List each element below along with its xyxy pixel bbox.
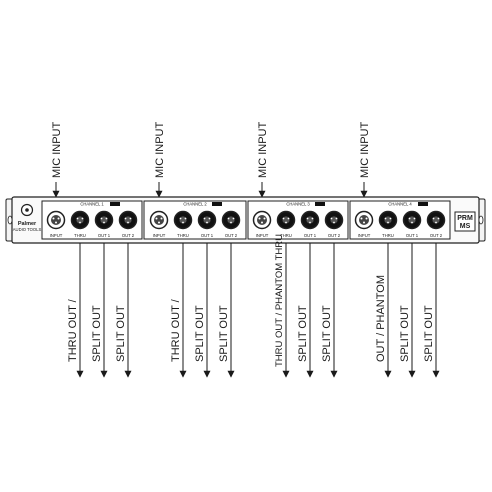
channel-1-port-label-thru: THRU <box>74 233 86 238</box>
channel-3-input-jack[interactable] <box>252 210 272 230</box>
channel-1-led <box>110 202 120 206</box>
channel-4-out-1-jack[interactable] <box>402 210 422 230</box>
channel-1-out-1-jack[interactable] <box>94 210 114 230</box>
channel-2-output-label-out-1: SPLIT OUT <box>194 305 206 362</box>
channel-3-port-label-thru: THRU <box>280 233 292 238</box>
channel-4: CHANNEL 4 INPU <box>349 122 451 378</box>
model-line-1: PRM <box>457 215 473 222</box>
channel-3-port-label-out-2: OUT 2 <box>328 233 341 238</box>
channel-4-output-label-out-1: SPLIT OUT <box>399 305 411 362</box>
channel-3-out-2-jack[interactable] <box>324 210 344 230</box>
channel-3-header: CHANNEL 3 <box>286 202 310 207</box>
channel-2-out-1-jack[interactable] <box>197 210 217 230</box>
channel-1-input-label: MIC INPUT <box>51 122 63 179</box>
channel-4-port-label-out-1: OUT 1 <box>406 233 419 238</box>
channel-2-output-label-out-2: SPLIT OUT <box>218 305 230 362</box>
channel-3-led <box>315 202 325 206</box>
rack-screw-right <box>478 215 484 225</box>
channel-1-output-label-thru: THRU OUT / <box>67 298 79 362</box>
channel-1-header: CHANNEL 1 <box>80 202 104 207</box>
channel-1-input-jack[interactable] <box>46 210 66 230</box>
channel-2-port-label-out-2: OUT 2 <box>225 233 238 238</box>
channel-4-out-2-jack[interactable] <box>426 210 446 230</box>
channel-4-port-label-input: INPUT <box>358 233 371 238</box>
rack-screw-left <box>7 215 13 225</box>
channel-4-port-label-thru: THRU <box>382 233 394 238</box>
channel-4-led <box>418 202 428 206</box>
channel-1-port-label-input: INPUT <box>50 233 63 238</box>
channel-2-port-label-out-1: OUT 1 <box>201 233 214 238</box>
channel-2-input-jack[interactable] <box>149 210 169 230</box>
channel-3-thru-jack[interactable] <box>276 210 296 230</box>
channel-4-input-jack[interactable] <box>354 210 374 230</box>
brand-block: Palmer AUDIO TOOLS <box>13 203 42 232</box>
brand-subtitle: AUDIO TOOLS <box>13 227 42 232</box>
model-badge: PRM MS <box>454 211 476 232</box>
channel-4-port-label-out-2: OUT 2 <box>430 233 443 238</box>
channel-3-out-1-jack[interactable] <box>300 210 320 230</box>
channel-4-input-label: MIC INPUT <box>359 122 371 179</box>
channel-2-thru-jack[interactable] <box>173 210 193 230</box>
channel-2-port-label-thru: THRU <box>177 233 189 238</box>
channel-1-port-label-out-1: OUT 1 <box>98 233 111 238</box>
channel-2-out-2-jack[interactable] <box>221 210 241 230</box>
brand-name: Palmer <box>18 221 37 227</box>
channel-1: CHANNEL 1 INPU <box>41 122 143 378</box>
channel-4-output-label-out-2: SPLIT OUT <box>423 305 435 362</box>
channel-1-port-label-out-2: OUT 2 <box>122 233 135 238</box>
channel-2: CHANNEL 2 INPU <box>143 122 247 378</box>
channel-3-output-label-out-2: SPLIT OUT <box>321 305 333 362</box>
channel-4-output-label-thru: OUT / PHANTOM <box>375 275 387 362</box>
channel-3: CHANNEL 3 INPU <box>247 122 349 378</box>
channel-3-output-label-thru: THRU OUT / PHANTOM THRU <box>274 234 285 367</box>
model-badge-box <box>454 211 476 232</box>
channel-3-port-label-input: INPUT <box>256 233 269 238</box>
channel-4-header: CHANNEL 4 <box>388 202 412 207</box>
channel-3-input-label: MIC INPUT <box>257 122 269 179</box>
channel-2-output-label-thru: THRU OUT / <box>170 298 182 362</box>
model-line-2: MS <box>460 223 471 230</box>
channel-1-thru-jack[interactable] <box>70 210 90 230</box>
channel-1-output-label-out-2: SPLIT OUT <box>115 305 127 362</box>
channel-3-port-label-out-1: OUT 1 <box>304 233 317 238</box>
channel-1-output-label-out-1: SPLIT OUT <box>91 305 103 362</box>
channel-3-output-label-out-1: SPLIT OUT <box>297 305 309 362</box>
channel-2-header: CHANNEL 2 <box>183 202 207 207</box>
channel-1-out-2-jack[interactable] <box>118 210 138 230</box>
channel-4-thru-jack[interactable] <box>378 210 398 230</box>
channel-2-input-label: MIC INPUT <box>154 122 166 179</box>
channel-2-led <box>212 202 222 206</box>
brand-logo-dot <box>25 208 29 212</box>
channel-2-port-label-input: INPUT <box>153 233 166 238</box>
